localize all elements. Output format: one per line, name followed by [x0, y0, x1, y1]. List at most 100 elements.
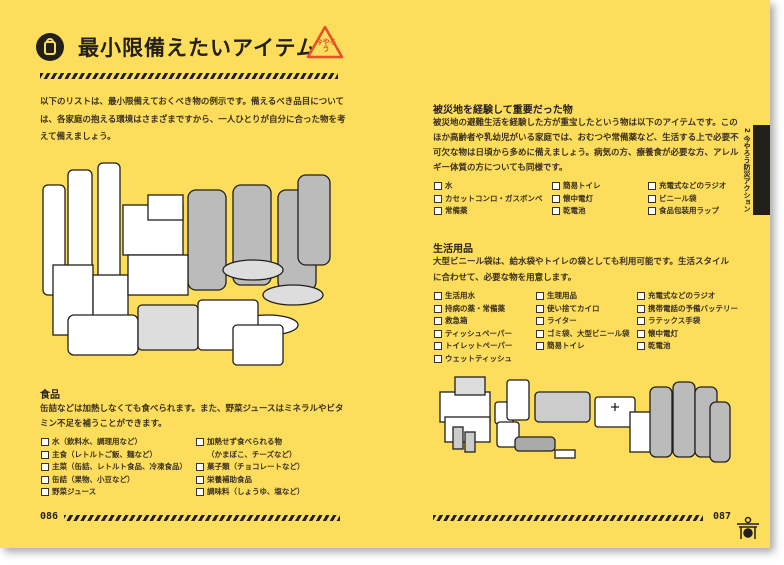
- shrine-mascot-icon: [737, 516, 759, 539]
- item-label: ビニール袋: [659, 193, 697, 203]
- checkbox[interactable]: [196, 488, 204, 497]
- checkbox[interactable]: [536, 292, 544, 301]
- checklist-item[interactable]: 加熱せず食べられる物: [196, 436, 305, 449]
- checklist-item[interactable]: 使い捨てカイロ: [536, 303, 630, 316]
- item-label: 主食（レトルトご飯、麺など）: [52, 449, 157, 459]
- page-number-left: 086: [40, 511, 59, 522]
- checkbox[interactable]: [434, 292, 442, 301]
- daily-text: 大型ビニール袋は、給水袋やトイレの袋としても利用可能です。生活スタイルに合わせて…: [433, 257, 729, 283]
- checklist-item[interactable]: 主食（レトルトご飯、麺など）: [41, 449, 187, 462]
- checklist-item[interactable]: 生理用品: [536, 290, 630, 303]
- checkbox[interactable]: [434, 329, 442, 338]
- disaster-checklist-col3: 充電式などのラジオ ビニール袋 食品包装用ラップ: [648, 180, 726, 218]
- checkbox[interactable]: [536, 317, 544, 326]
- checklist-item[interactable]: 充電式などのラジオ: [637, 290, 738, 303]
- food-text: 缶詰などは加熱しなくても食べられます。また、野菜ジュースはミネラルやビタミン不足…: [40, 404, 344, 429]
- checklist-item[interactable]: 生活用水: [434, 290, 512, 303]
- item-label: 加熱せず食べられる物: [207, 437, 282, 446]
- checkbox[interactable]: [637, 342, 645, 351]
- checklist-item[interactable]: 食品包装用ラップ: [648, 205, 726, 218]
- food-checklist-col1: 水（飲料水、調理用など） 主食（レトルトご飯、麺など） 主菜（缶詰、レトルト食品…: [41, 436, 187, 499]
- checklist-item[interactable]: 水: [434, 180, 543, 193]
- item-label: トイレットペーパー: [445, 341, 513, 350]
- checklist-item[interactable]: 栄養補助食品: [196, 474, 305, 487]
- checkbox[interactable]: [637, 304, 645, 313]
- checklist-item[interactable]: ラテックス手袋: [637, 315, 738, 328]
- checkbox[interactable]: [434, 182, 442, 191]
- checkbox[interactable]: [637, 292, 645, 301]
- item-label: 簡易トイレ: [563, 181, 601, 190]
- checklist-item[interactable]: 野菜ジュース: [41, 486, 187, 499]
- item-label: ライター: [547, 316, 577, 325]
- item-label: 乾電池: [648, 341, 671, 350]
- checkbox[interactable]: [41, 438, 49, 447]
- checkbox[interactable]: [41, 475, 49, 484]
- checklist-item[interactable]: 調味料（しょうゆ、塩など）: [196, 486, 305, 499]
- item-label: 充電式などのラジオ: [659, 181, 727, 190]
- item-label: 缶詰（果物、小豆など）: [52, 474, 135, 484]
- checkbox[interactable]: [434, 317, 442, 326]
- item-label: 調味料（しょうゆ、塩など）: [207, 487, 305, 496]
- checkbox[interactable]: [536, 304, 544, 313]
- checklist-item[interactable]: 主菜（缶詰、レトルト食品、冷凍食品）: [41, 461, 187, 474]
- checklist-item[interactable]: 乾電池: [552, 205, 601, 218]
- checkbox[interactable]: [552, 207, 560, 216]
- item-label: 菓子類（チョコレートなど）: [207, 462, 305, 471]
- item-label: 救急箱: [445, 316, 468, 325]
- checklist-item[interactable]: 缶詰（果物、小豆など）: [41, 474, 187, 487]
- checkbox[interactable]: [434, 194, 442, 203]
- checkbox[interactable]: [434, 304, 442, 313]
- item-label: ゴミ袋、大型ビニール袋: [547, 328, 630, 338]
- checklist-item[interactable]: 簡易トイレ: [552, 180, 601, 193]
- item-label: 懐中電灯: [563, 193, 593, 203]
- checklist-item[interactable]: 乾電池: [637, 340, 738, 353]
- item-label: 水: [445, 181, 453, 190]
- checklist-item[interactable]: 水（飲料水、調理用など）: [41, 436, 187, 449]
- checklist-item[interactable]: ティッシュペーパー: [434, 328, 512, 341]
- checkbox[interactable]: [434, 354, 442, 363]
- checklist-item[interactable]: 菓子類（チョコレートなど）: [196, 461, 305, 474]
- badge-triangle: 今やろう: [305, 24, 345, 60]
- item-label: （かまぼこ、チーズなど）: [207, 449, 297, 459]
- checklist-item[interactable]: 充電式などのラジオ: [648, 180, 726, 193]
- checklist-item[interactable]: 携帯電話の予備バッテリー: [637, 303, 738, 316]
- checklist-item[interactable]: ライター: [536, 315, 630, 328]
- checkbox[interactable]: [648, 194, 656, 203]
- item-label: ティッシュペーパー: [445, 328, 512, 338]
- checklist-item[interactable]: ゴミ袋、大型ビニール袋: [536, 328, 630, 341]
- checkbox[interactable]: [552, 182, 560, 191]
- checkbox[interactable]: [434, 207, 442, 216]
- checkbox[interactable]: [552, 194, 560, 203]
- checklist-item[interactable]: トイレットペーパー: [434, 340, 512, 353]
- checklist-item[interactable]: 懐中電灯: [637, 328, 738, 341]
- side-tab-bar: [753, 125, 770, 215]
- checklist-item[interactable]: 簡易トイレ: [536, 340, 630, 353]
- checkbox[interactable]: [434, 342, 442, 351]
- checkbox[interactable]: [41, 488, 49, 497]
- checklist-item[interactable]: ビニール袋: [648, 193, 726, 206]
- item-label: 主菜（缶詰、レトルト食品、冷凍食品）: [52, 462, 187, 471]
- checkbox[interactable]: [637, 329, 645, 338]
- checklist-item[interactable]: 持病の薬・常備薬: [434, 303, 512, 316]
- checkbox[interactable]: [196, 463, 204, 472]
- checkbox[interactable]: [637, 317, 645, 326]
- food-heading: 食品: [40, 390, 60, 401]
- disaster-heading: 被災地を経験して重要だった物: [433, 105, 573, 116]
- checklist-item[interactable]: カセットコンロ・ガスボンベ: [434, 193, 543, 206]
- checkbox[interactable]: [536, 342, 544, 351]
- checklist-item[interactable]: 救急箱: [434, 315, 512, 328]
- checklist-item[interactable]: 常備薬: [434, 205, 543, 218]
- checklist-item-continued: （かまぼこ、チーズなど）: [196, 449, 305, 462]
- checkbox[interactable]: [196, 475, 204, 484]
- checkbox[interactable]: [648, 207, 656, 216]
- stripe-divider: [40, 73, 338, 79]
- checkbox[interactable]: [196, 438, 204, 447]
- daily-checklist-col3: 充電式などのラジオ 携帯電話の予備バッテリー ラテックス手袋 懐中電灯 乾電池: [637, 290, 738, 353]
- checklist-item[interactable]: ウェットティッシュ: [434, 353, 512, 366]
- checklist-item[interactable]: 懐中電灯: [552, 193, 601, 206]
- item-label: 携帯電話の予備バッテリー: [648, 303, 738, 313]
- checkbox[interactable]: [648, 182, 656, 191]
- checkbox[interactable]: [41, 463, 49, 472]
- checkbox[interactable]: [536, 329, 544, 338]
- checkbox[interactable]: [41, 450, 49, 459]
